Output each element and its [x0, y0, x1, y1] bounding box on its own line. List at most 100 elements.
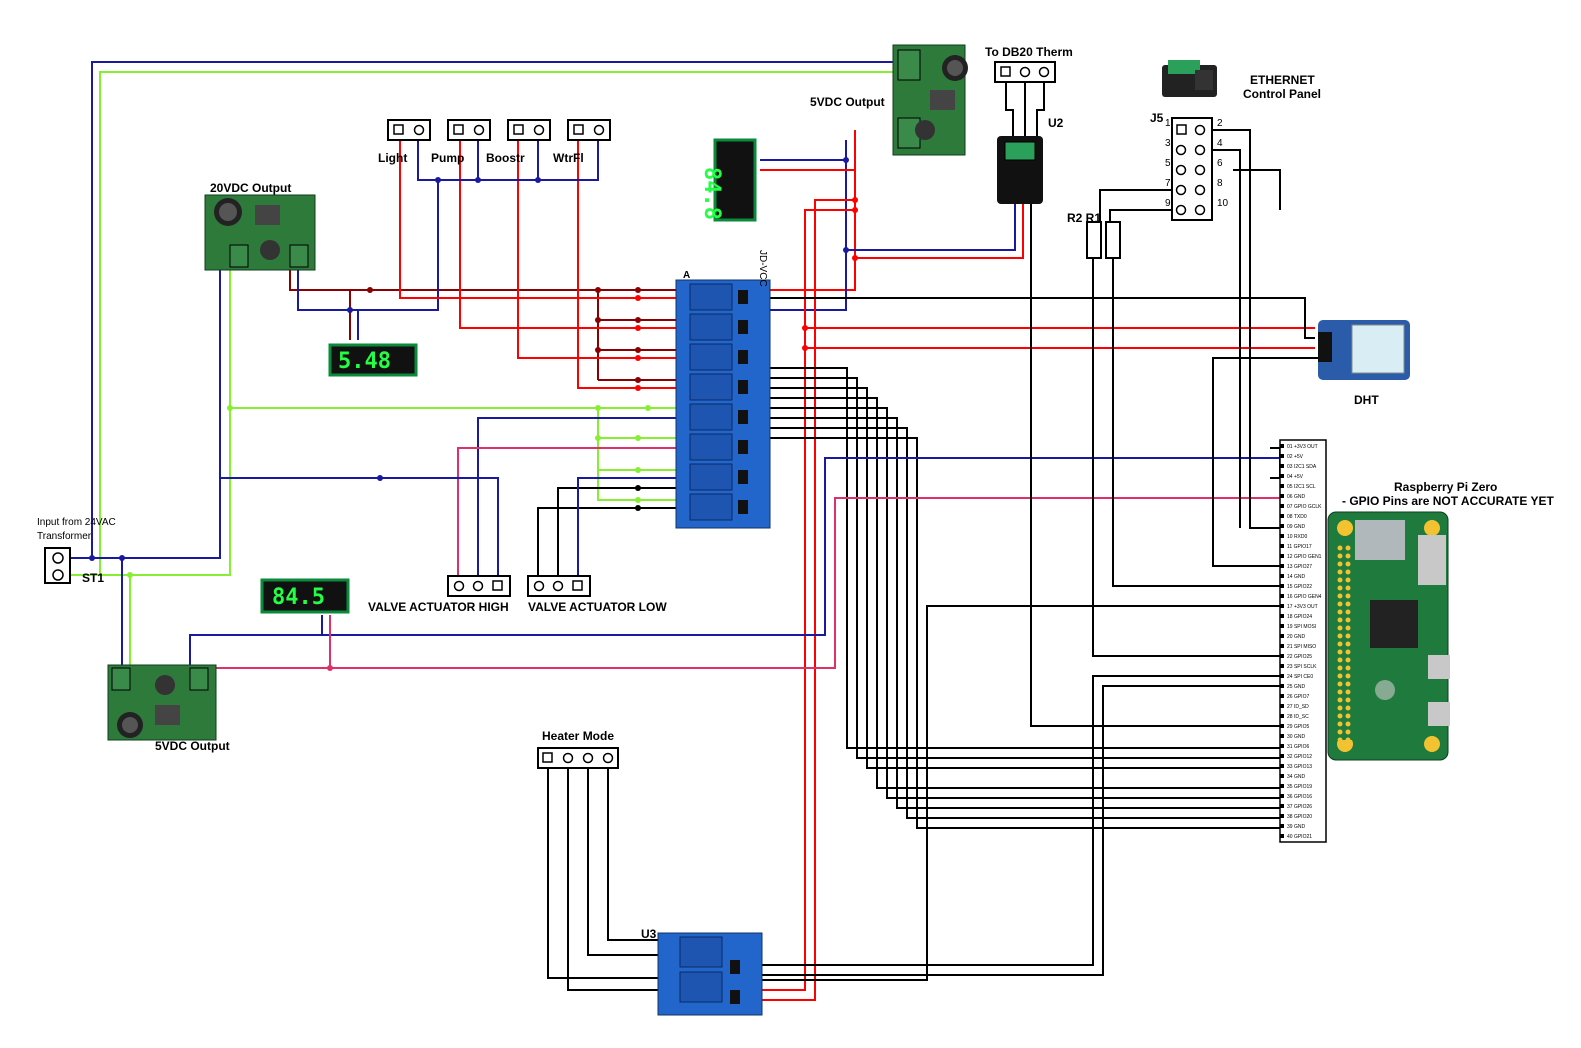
- gpio-pin-label: 25 GND: [1287, 684, 1305, 690]
- svg-text:Transformer: Transformer: [37, 531, 92, 542]
- voltmeter-display-top: 84.8: [699, 138, 757, 222]
- svg-text:10: 10: [1217, 198, 1229, 209]
- gpio-pin-marker: [1280, 554, 1284, 558]
- ethernet-jack-icon: ETHERNET Control Panel: [1162, 60, 1321, 101]
- voltmeter-display-mid: 5.48: [328, 343, 418, 377]
- svg-text:JD-VCC: JD-VCC: [757, 250, 768, 287]
- svg-text:4: 4: [1217, 138, 1223, 149]
- gpio-pin-label: 10 RXD0: [1287, 534, 1308, 540]
- gpio-pin-label: 39 GND: [1287, 824, 1305, 830]
- gpio-pin-label: 16 GPIO GEN4: [1287, 594, 1322, 600]
- svg-text:2: 2: [1217, 118, 1223, 129]
- gpio-pin-marker: [1280, 664, 1284, 668]
- gpio-pin-label: 36 GPIO16: [1287, 794, 1312, 800]
- label-5vdc-output-top: 5VDC Output: [810, 95, 885, 109]
- gpio-pin-marker: [1280, 734, 1284, 738]
- gpio-pin-label: 08 TXD0: [1287, 514, 1307, 520]
- svg-text:7: 7: [1165, 178, 1171, 189]
- buck-module-5v-top: 5VDC Output: [810, 44, 968, 156]
- gpio-pin-marker: [1280, 534, 1284, 538]
- gpio-pin-marker: [1280, 494, 1284, 498]
- gpio-pin-label: 18 GPIO24: [1287, 614, 1312, 620]
- gpio-pin-marker: [1280, 644, 1284, 648]
- gpio-pin-label: 37 GPIO26: [1287, 804, 1312, 810]
- gpio-pin-marker: [1280, 574, 1284, 578]
- svg-text:3: 3: [1165, 138, 1171, 149]
- gpio-pin-marker: [1280, 504, 1284, 508]
- label-5vdc-output-bottom: 5VDC Output: [155, 739, 230, 753]
- connector-wtrfl: WtrFl: [553, 119, 611, 165]
- gpio-pin-marker: [1280, 834, 1284, 838]
- terminal-st1: ST1 Input from 24VAC Transformer: [37, 517, 116, 585]
- buck-module-20v: 20VDC Output: [204, 181, 316, 271]
- svg-text:5.48: 5.48: [338, 349, 391, 374]
- junction-dots: [89, 157, 858, 671]
- gpio-pin-label: 12 GPIO GEN1: [1287, 554, 1322, 560]
- connector-pump: Pump: [431, 119, 491, 165]
- svg-text:84.5: 84.5: [272, 585, 325, 610]
- buck-module-5v-bottom: 5VDC Output: [107, 664, 230, 753]
- gpio-pin-marker: [1280, 774, 1284, 778]
- gpio-pin-label: 33 GPIO13: [1287, 764, 1312, 770]
- header-j5: J5 1 2 3 4 5 6 7 8 9 10: [1150, 111, 1229, 221]
- svg-text:VALVE ACTUATOR LOW: VALVE ACTUATOR LOW: [528, 600, 667, 614]
- svg-text:Light: Light: [378, 151, 407, 165]
- svg-text:DHT: DHT: [1354, 393, 1379, 407]
- voltmeter-display-bottom: 84.5: [260, 578, 350, 614]
- gpio-pin-marker: [1280, 794, 1284, 798]
- svg-text:- GPIO Pins are NOT ACCURATE Y: - GPIO Pins are NOT ACCURATE YET: [1342, 494, 1554, 508]
- gpio-pin-label: 11 GPIO17: [1287, 544, 1312, 550]
- module-u2: U2: [997, 116, 1064, 204]
- gpio-pin-marker: [1280, 804, 1284, 808]
- gpio-pin-marker: [1280, 614, 1284, 618]
- gpio-pin-marker: [1280, 604, 1284, 608]
- svg-text:Control Panel: Control Panel: [1243, 87, 1321, 101]
- gpio-pin-marker: [1280, 744, 1284, 748]
- svg-text:ST1: ST1: [82, 571, 104, 585]
- gpio-pin-label: 35 GPIO19: [1287, 784, 1312, 790]
- gpio-pin-label: 22 GPIO25: [1287, 654, 1312, 660]
- gpio-pin-label: 13 GPIO27: [1287, 564, 1312, 570]
- dht-sensor: DHT: [1318, 320, 1410, 407]
- gpio-pin-label: 32 GPIO12: [1287, 754, 1312, 760]
- connector-boostr: Boostr: [486, 119, 551, 165]
- label-20vdc-output: 20VDC Output: [210, 181, 291, 195]
- gpio-pin-marker: [1280, 704, 1284, 708]
- gpio-pin-label: 28 ID_SC: [1287, 714, 1309, 720]
- gpio-pin-label: 29 GPIO5: [1287, 724, 1309, 730]
- svg-text:Raspberry Pi Zero: Raspberry Pi Zero: [1394, 480, 1497, 494]
- gpio-pin-label: 03 I2C1 SDA: [1287, 464, 1317, 470]
- svg-text:Heater Mode: Heater Mode: [542, 729, 614, 743]
- gpio-pin-label: 15 GPIO22: [1287, 584, 1312, 590]
- gpio-pin-marker: [1280, 474, 1284, 478]
- gpio-pin-marker: [1280, 454, 1284, 458]
- relay-board-8ch: A JD-VCC: [675, 250, 771, 529]
- svg-text:5: 5: [1165, 158, 1171, 169]
- gpio-pin-marker: [1280, 824, 1284, 828]
- svg-text:WtrFl: WtrFl: [553, 151, 584, 165]
- gpio-pin-marker: [1280, 584, 1284, 588]
- gpio-pin-label: 07 GPIO GCLK: [1287, 504, 1322, 510]
- gpio-pin-label: 27 ID_SD: [1287, 704, 1309, 710]
- svg-text:Boostr: Boostr: [486, 151, 525, 165]
- gpio-pin-marker: [1280, 654, 1284, 658]
- gpio-pin-label: 14 GND: [1287, 574, 1305, 580]
- relay-module-u3: U3: [641, 927, 763, 1016]
- raspberry-pi-zero: Raspberry Pi Zero - GPIO Pins are NOT AC…: [1327, 480, 1554, 761]
- gpio-pin-marker: [1280, 674, 1284, 678]
- gpio-pin-marker: [1280, 514, 1284, 518]
- gpio-pin-label: 21 SPI MISO: [1287, 644, 1316, 650]
- gpio-pin-marker: [1280, 594, 1284, 598]
- connector-light: Light: [378, 119, 431, 165]
- connector-heater-mode: Heater Mode: [537, 729, 619, 769]
- svg-text:To DB20 Therm: To DB20 Therm: [985, 45, 1073, 59]
- svg-text:U2: U2: [1048, 116, 1064, 130]
- gpio-pin-label: 19 SPI MOSI: [1287, 624, 1316, 630]
- gpio-pin-marker: [1280, 464, 1284, 468]
- svg-text:Pump: Pump: [431, 151, 464, 165]
- gpio-pin-label: 31 GPIO6: [1287, 744, 1309, 750]
- svg-text:1: 1: [1165, 118, 1171, 129]
- gpio-pin-label: 01 +3V3 OUT: [1287, 444, 1318, 450]
